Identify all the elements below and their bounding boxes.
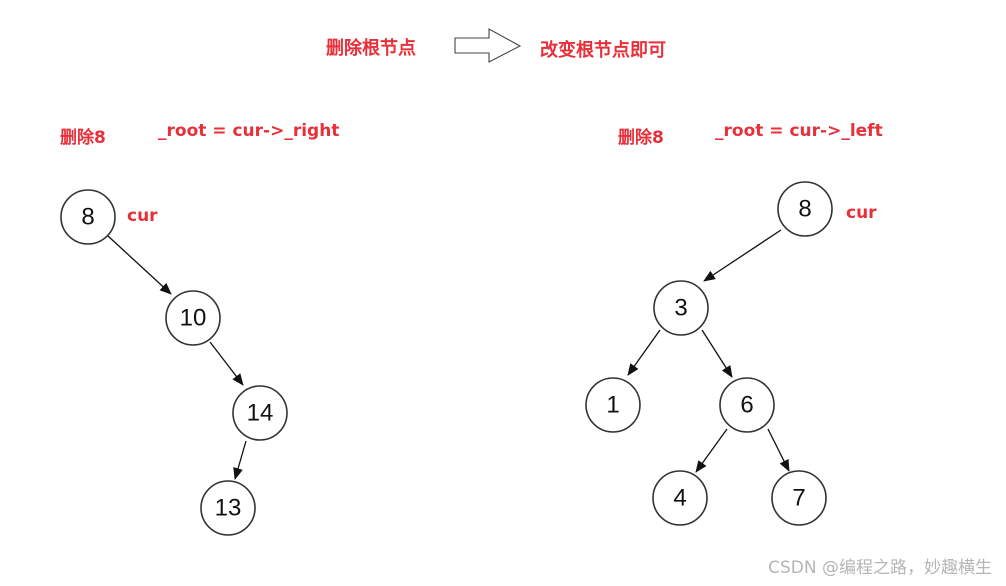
transition-arrow-icon <box>454 28 522 63</box>
node-label: 14 <box>247 400 274 427</box>
node-label: 3 <box>674 295 687 322</box>
header-left-title: 删除根节点 <box>326 38 416 59</box>
tree-node: 13 <box>200 480 256 536</box>
tree-node: 3 <box>653 280 709 336</box>
tree-node: 4 <box>652 470 708 526</box>
node-label: 7 <box>792 485 805 512</box>
tree-node: 14 <box>232 385 288 441</box>
node-label: 4 <box>673 485 686 512</box>
edge-6-7 <box>767 428 790 472</box>
tree-node: 6 <box>719 377 775 433</box>
tree-node: 8 <box>60 189 116 245</box>
edge-6-4 <box>695 428 728 473</box>
right-cur-label: cur <box>846 203 877 223</box>
left-assign-label: _root = cur->_right <box>158 121 340 141</box>
node-label: 8 <box>81 204 94 231</box>
node-label: 13 <box>215 495 242 522</box>
tree-node: 7 <box>771 470 827 526</box>
edge-14-13 <box>233 440 247 480</box>
edge-8-10 <box>107 235 172 295</box>
edge-10-14 <box>209 341 244 386</box>
node-label: 8 <box>798 196 811 223</box>
left-cur-label: cur <box>127 206 158 226</box>
node-label: 10 <box>180 305 207 332</box>
watermark: CSDN @编程之路，妙趣横生 <box>768 558 992 578</box>
left-delete-label: 删除8 <box>60 128 106 148</box>
edge-3-1 <box>627 329 661 376</box>
tree-node: 10 <box>165 290 221 346</box>
node-label: 1 <box>606 392 619 419</box>
tree-node: 1 <box>585 377 641 433</box>
tree-node: 8 <box>777 181 833 237</box>
edge-3-6 <box>701 329 733 378</box>
right-assign-label: _root = cur->_left <box>715 121 883 141</box>
edge-8-3 <box>703 229 782 282</box>
header-right-title: 改变根节点即可 <box>540 40 666 61</box>
node-label: 6 <box>740 392 753 419</box>
right-delete-label: 删除8 <box>618 128 664 148</box>
